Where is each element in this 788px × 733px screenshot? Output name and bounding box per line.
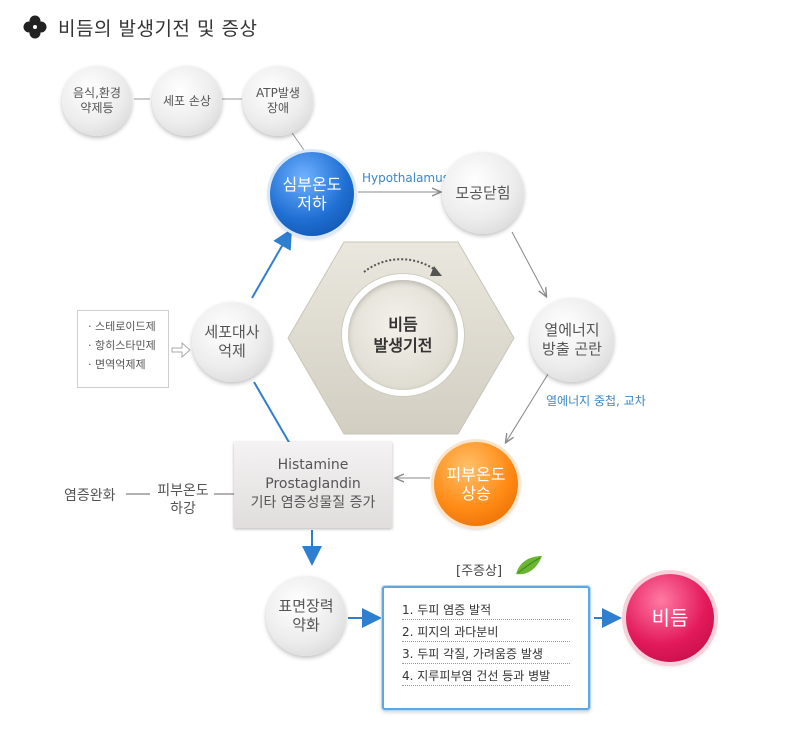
drug-item: · 면역억제제 [88,358,146,371]
symptom-item: 4. 지루피부염 건선 등과 병발 [402,668,570,686]
cause-atp-label-2: 장애 [266,101,290,115]
dandruff-label: 비듬 [651,605,689,630]
surface-label-2: 약화 [292,616,320,634]
heat-label-2: 방출 곤란 [542,340,602,358]
skin-temp-drop-label: 피부온도 하강 [152,482,214,518]
drug-item: · 항히스타민제 [88,339,156,352]
histamine-label-2: Prostaglandin [265,476,361,492]
skin-temp-drop-label-1: 피부온도 [157,483,209,499]
cause-cell-damage-label: 세포 손상 [163,93,211,108]
center-label-1: 비듬 [388,315,418,334]
drug-list-box: · 스테로이드제 · 항히스타민제 · 면역억제제 [77,310,169,388]
symptom-item: 3. 두피 각질, 가려움증 발생 [402,646,570,664]
pore-closed-node: 모공닫힘 [442,152,524,234]
skin-temp-rise-label-2: 상승 [461,484,491,503]
symptom-item: 2. 피지의 과다분비 [402,624,570,642]
page-title: 비듬의 발생기전 및 증상 [58,18,258,40]
heat-label-1: 열에너지 [544,321,600,339]
dandruff-node: 비듬 [626,574,714,662]
histamine-label-1: Histamine [277,457,349,473]
core-temp-label-1: 심부온도 [282,175,342,194]
drug-item: · 스테로이드제 [88,320,156,333]
core-temp-label-2: 저하 [297,194,327,213]
cause-food-env-label-2: 약제등 [80,101,114,115]
hypothalamus-label: Hypothalamus [362,171,449,185]
cause-cell-damage: 세포 손상 [152,66,222,136]
center-label-2: 발생기전 [373,336,433,355]
metab-label-1: 세포대사 [204,323,260,341]
cause-atp-label-1: ATP발생 [256,86,300,100]
clover-icon [23,15,47,39]
skin-temp-drop-label-2: 하강 [170,501,196,517]
pore-closed-label: 모공닫힘 [455,183,511,202]
leaf-icon [516,556,542,575]
cause-food-env-label-1: 음식,환경 [73,86,121,100]
surface-label-1: 표면장력 [278,597,334,615]
center-circle: 비듬 발생기전 [348,280,458,390]
skin-temp-rise-label-1: 피부온도 [446,465,506,484]
inflammation-relief-label: 염증완화 [64,488,116,504]
metab-label-2: 억제 [218,342,246,360]
histamine-label-3: 기타 염증성물질 증가 [250,495,376,511]
heat-overlap-label: 열에너지 중첩, 교차 [546,394,646,408]
symptom-item: 1. 두피 염증 발적 [402,602,570,620]
symptoms-title: [주증상] [456,564,503,579]
symptoms-box: 1. 두피 염증 발적 2. 피지의 과다분비 3. 두피 각질, 가려움증 발… [382,586,590,710]
histamine-box: Histamine Prostaglandin 기타 염증성물질 증가 [234,442,392,528]
